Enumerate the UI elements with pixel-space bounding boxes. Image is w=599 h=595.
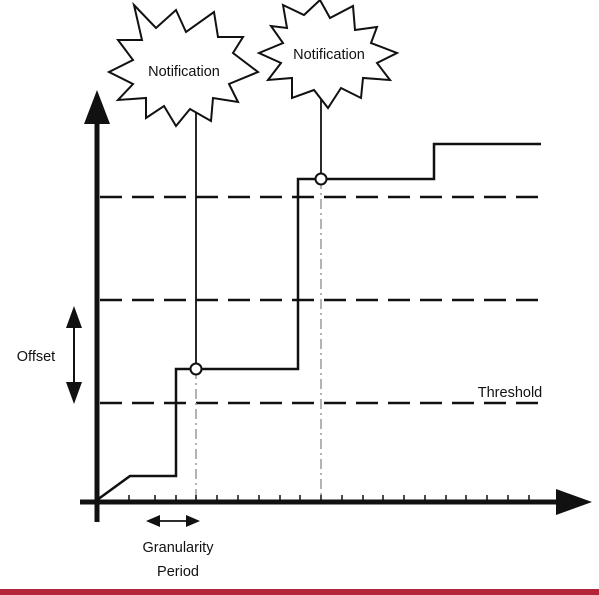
- notification-burst-2: Notification: [256, 0, 400, 110]
- bottom-accent-rule: [0, 589, 599, 595]
- notification-label-1: Notification: [148, 64, 220, 80]
- notification-point-2: [314, 172, 328, 186]
- x-axis-arrowhead: [556, 489, 592, 515]
- threshold-label: Threshold: [478, 385, 542, 401]
- notification-label-2: Notification: [293, 47, 365, 63]
- y-axis-arrowhead: [84, 90, 110, 124]
- notification-point-1: [189, 362, 203, 376]
- granularity-double-arrow: [146, 515, 200, 527]
- value-step-line: [96, 142, 541, 502]
- notification-burst-1: Notification: [106, 1, 260, 128]
- granularity-label-line-1: Granularity: [143, 540, 215, 556]
- granularity-label-line-2: Period: [157, 564, 199, 580]
- x-axis-ticks: [128, 495, 530, 502]
- offset-double-arrow: [66, 306, 82, 404]
- offset-label: Offset: [17, 349, 55, 365]
